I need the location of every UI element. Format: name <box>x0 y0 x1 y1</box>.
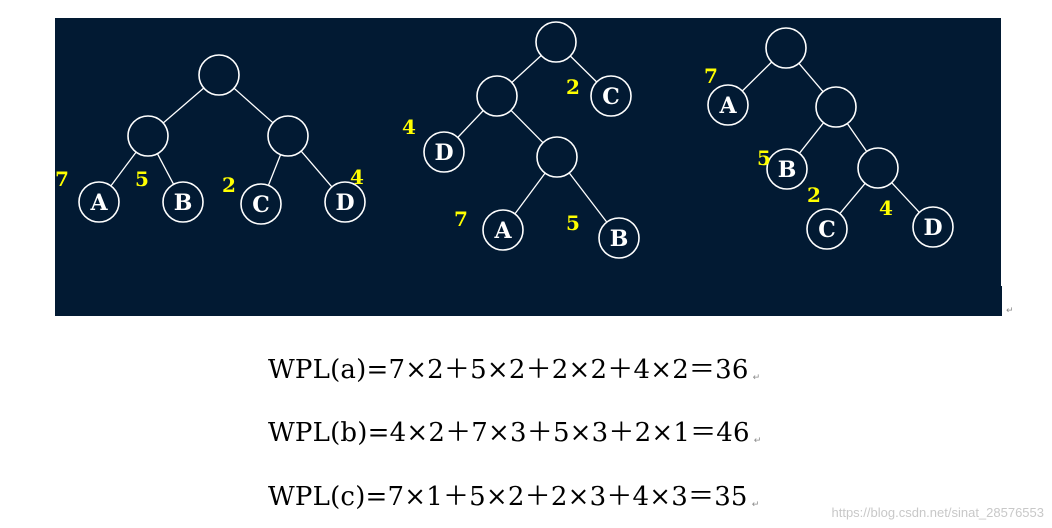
weight-label-c: 2 <box>807 183 821 207</box>
leaf-node-b <box>598 217 640 259</box>
node-label-d: D <box>923 215 942 241</box>
tree-edge <box>846 123 868 152</box>
formula-wpl-a-text: WPL(a)=7×2＋5×2＋2×2＋4×2＝36 <box>268 355 749 385</box>
tree-edge <box>798 122 825 154</box>
tree-edge <box>110 151 137 187</box>
node-label-c: C <box>602 84 620 110</box>
leaf-node-c <box>240 183 282 225</box>
formula-wpl-c-text: WPL(c)=7×1＋5×2＋2×3＋4×3＝35 <box>268 482 748 512</box>
weight-label-a: 7 <box>454 207 468 231</box>
node-label-b: B <box>174 190 193 216</box>
internal-node <box>536 136 578 178</box>
node-label-a: A <box>718 93 737 119</box>
tree-edges <box>110 55 920 223</box>
weight-label-d: 4 <box>402 115 416 139</box>
leaf-node-b <box>766 148 808 190</box>
tree-edge <box>891 182 920 213</box>
node-label-a: A <box>89 190 108 216</box>
leaf-node-a <box>482 209 524 251</box>
weight-label-c: 2 <box>222 173 236 197</box>
tree-edge <box>233 87 274 124</box>
tree-edge <box>510 109 544 144</box>
weight-label-c: 2 <box>566 75 580 99</box>
internal-node <box>857 147 899 189</box>
node-label-a: A <box>493 218 512 244</box>
panel-edge <box>999 286 1002 316</box>
tree-edge <box>741 61 773 92</box>
weight-label-b: 5 <box>566 211 580 235</box>
leaf-node-a <box>78 181 120 223</box>
tree-edge <box>156 153 175 185</box>
node-label-c: C <box>252 192 270 218</box>
internal-node <box>815 86 857 128</box>
leaf-node-d <box>912 206 954 248</box>
paragraph-mark: ↵ <box>751 500 760 510</box>
node-label-d: D <box>434 140 453 166</box>
internal-node <box>267 115 309 157</box>
weight-label-b: 5 <box>135 167 149 191</box>
weight-label-a: 7 <box>55 167 69 191</box>
internal-node <box>476 75 518 117</box>
watermark: https://blog.csdn.net/sinat_28576553 <box>831 505 1045 520</box>
tree-edge <box>798 62 824 93</box>
paragraph-mark: ↵ <box>753 436 762 446</box>
paragraph-mark: ↵ <box>752 373 761 383</box>
tree-edge <box>457 110 484 138</box>
weight-label-a: 7 <box>704 64 718 88</box>
formula-wpl-a: WPL(a)=7×2＋5×2＋2×2＋4×2＝36↵ <box>268 349 760 386</box>
tree-edge <box>300 150 333 188</box>
weight-label-d: 4 <box>350 165 364 189</box>
leaf-node-d <box>324 181 366 223</box>
paragraph-mark: ↵ <box>1006 306 1014 316</box>
tree-edge <box>568 172 608 223</box>
formula-wpl-b-text: WPL(b)=4×2＋7×3＋5×3＋2×1＝46 <box>268 418 750 448</box>
tree-edge <box>511 55 542 83</box>
leaf-node-c <box>590 75 632 117</box>
formula-wpl-c: WPL(c)=7×1＋5×2＋2×3＋4×3＝35↵ <box>268 476 759 513</box>
leaf-node-d <box>423 131 465 173</box>
internal-node <box>198 54 240 96</box>
weight-label-d: 4 <box>879 196 893 220</box>
leaf-node-b <box>162 181 204 223</box>
internal-node <box>765 27 807 69</box>
tree-edge <box>569 55 598 83</box>
tree-edge <box>514 172 546 215</box>
internal-node <box>535 21 577 63</box>
tree-edge <box>267 154 282 186</box>
leaf-node-a <box>707 84 749 126</box>
internal-node <box>127 115 169 157</box>
node-label-c: C <box>818 217 836 243</box>
node-label-d: D <box>335 190 354 216</box>
node-label-b: B <box>610 226 629 252</box>
tree-edge <box>162 87 205 124</box>
formula-wpl-b: WPL(b)=4×2＋7×3＋5×3＋2×1＝46↵ <box>268 412 762 449</box>
leaf-node-c <box>806 208 848 250</box>
node-label-b: B <box>778 157 797 183</box>
weight-label-b: 5 <box>757 146 771 170</box>
tree-edge <box>839 182 866 215</box>
